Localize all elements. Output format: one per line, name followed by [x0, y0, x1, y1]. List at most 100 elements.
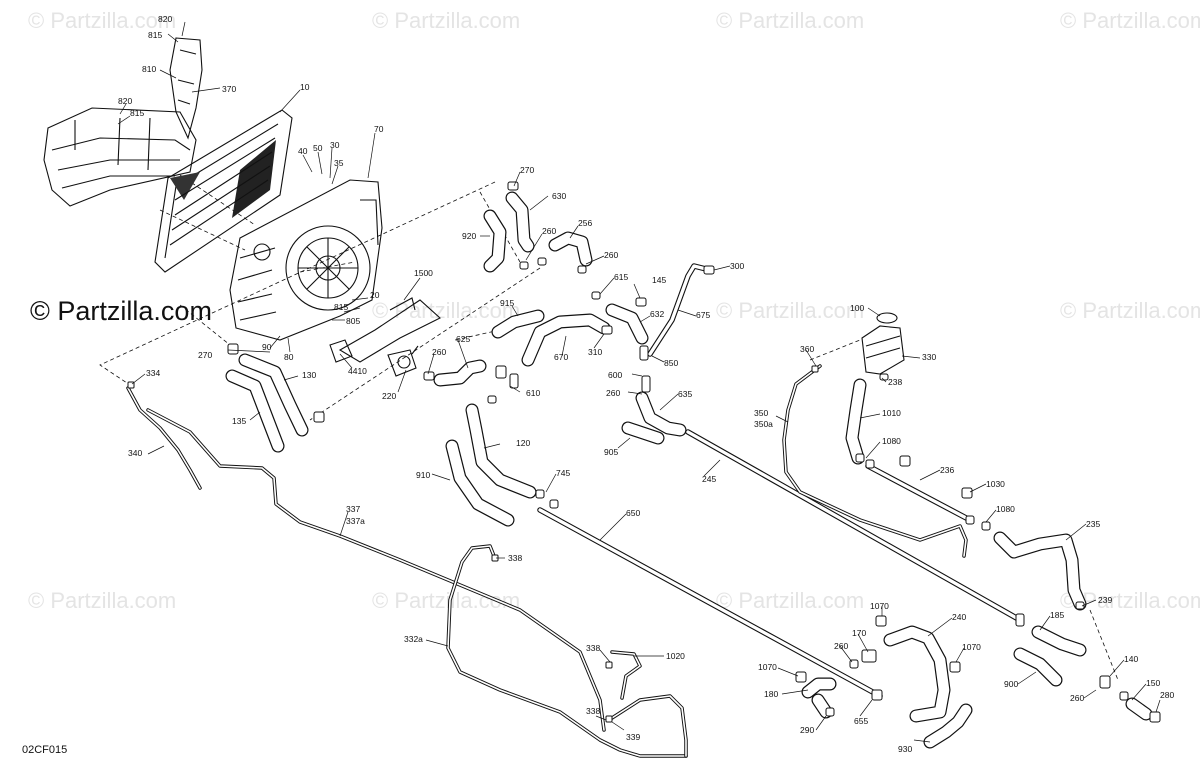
callout-350: 350 — [754, 408, 768, 418]
callout-270: 270 — [520, 165, 534, 175]
callout-280: 280 — [1160, 690, 1174, 700]
callout-1080: 1080 — [996, 504, 1015, 514]
callout-340: 340 — [128, 448, 142, 458]
callout-185: 185 — [1050, 610, 1064, 620]
callout-310: 310 — [588, 347, 602, 357]
callout-80: 80 — [284, 352, 294, 362]
callout-920: 920 — [462, 231, 476, 241]
callout-1020: 1020 — [666, 651, 685, 661]
callout-256: 256 — [578, 218, 592, 228]
callout-338: 338 — [586, 706, 600, 716]
callout-10: 10 — [300, 82, 310, 92]
callout-820: 820 — [118, 96, 132, 106]
callout-130: 130 — [302, 370, 316, 380]
callout-900: 900 — [1004, 679, 1018, 689]
callout-236: 236 — [940, 465, 954, 475]
callout-820: 820 — [158, 14, 172, 24]
callout-625: 625 — [456, 334, 470, 344]
callout-910: 910 — [416, 470, 430, 480]
callout-805: 805 — [346, 316, 360, 326]
air-deflector-bracket — [169, 37, 203, 140]
callout-810: 810 — [142, 64, 156, 74]
callout-332a: 332a — [404, 634, 423, 644]
callout-260: 260 — [604, 250, 618, 260]
callout-70: 70 — [374, 124, 384, 134]
callout-338: 338 — [508, 553, 522, 563]
callout-245: 245 — [702, 474, 716, 484]
callout-90: 90 — [262, 342, 272, 352]
callout-1500: 1500 — [414, 268, 433, 278]
callout-339: 339 — [626, 732, 640, 742]
callout-370: 370 — [222, 84, 236, 94]
callout-815: 815 — [130, 108, 144, 118]
callout-337: 337 — [346, 504, 360, 514]
hose-clamps — [127, 181, 1161, 723]
callout-675: 675 — [696, 310, 710, 320]
radiator — [154, 109, 293, 273]
thermostat-housing — [387, 345, 419, 377]
callout-30: 30 — [330, 140, 340, 150]
callout-632: 632 — [650, 309, 664, 319]
mounting-bracket — [329, 297, 441, 363]
callout-1070: 1070 — [758, 662, 777, 672]
callout-235: 235 — [1086, 519, 1100, 529]
callout-815: 815 — [334, 302, 348, 312]
callout-850: 850 — [664, 358, 678, 368]
callout-300: 300 — [730, 261, 744, 271]
callout-635: 635 — [678, 389, 692, 399]
callout-260: 260 — [432, 347, 446, 357]
callout-930: 930 — [898, 744, 912, 754]
callout-905: 905 — [604, 447, 618, 457]
callout-915: 915 — [500, 298, 514, 308]
breather-tubes — [126, 364, 968, 758]
callout-220: 220 — [382, 391, 396, 401]
callout-260: 260 — [542, 226, 556, 236]
coolant-pipes — [537, 263, 1023, 699]
callout-655: 655 — [854, 716, 868, 726]
callout-334: 334 — [146, 368, 160, 378]
callout-145: 145 — [652, 275, 666, 285]
callout-40: 40 — [298, 146, 308, 156]
callout-180: 180 — [764, 689, 778, 699]
coolant-hoses — [225, 191, 1153, 749]
callout-238: 238 — [888, 377, 902, 387]
callout-239: 239 — [1098, 595, 1112, 605]
callout-240: 240 — [952, 612, 966, 622]
callout-630: 630 — [552, 191, 566, 201]
callout-360: 360 — [800, 344, 814, 354]
callout-260: 260 — [1070, 693, 1084, 703]
radiator-baffle — [43, 107, 197, 207]
callout-1080: 1080 — [882, 436, 901, 446]
callout-815: 815 — [148, 30, 162, 40]
callout-338: 338 — [586, 643, 600, 653]
callout-1070: 1070 — [962, 642, 981, 652]
callout-330: 330 — [922, 352, 936, 362]
callout-610: 610 — [526, 388, 540, 398]
callout-1070: 1070 — [870, 601, 889, 611]
coolant-reservoir — [861, 312, 905, 375]
callout-600: 600 — [608, 370, 622, 380]
callout-270: 270 — [198, 350, 212, 360]
fan-shroud-assembly — [229, 179, 383, 341]
callout-670: 670 — [554, 352, 568, 362]
callout-260: 260 — [834, 641, 848, 651]
leader-lines — [117, 21, 1161, 743]
callout-170: 170 — [852, 628, 866, 638]
diagram-code: 02CF015 — [22, 744, 68, 756]
callout-labels: 820 815 810 370 820 815 10 70 40 50 30 3… — [118, 14, 1174, 754]
callout-350a: 350a — [754, 419, 773, 429]
callout-745: 745 — [556, 468, 570, 478]
callout-290: 290 — [800, 725, 814, 735]
callout-120: 120 — [516, 438, 530, 448]
callout-100: 100 — [850, 303, 864, 313]
callout-615: 615 — [614, 272, 628, 282]
callout-140: 140 — [1124, 654, 1138, 664]
watermark-bold: © Partzilla.com — [30, 296, 212, 326]
callout-135: 135 — [232, 416, 246, 426]
callout-260: 260 — [606, 388, 620, 398]
callout-35: 35 — [334, 158, 344, 168]
callout-650: 650 — [626, 508, 640, 518]
callout-50: 50 — [313, 143, 323, 153]
